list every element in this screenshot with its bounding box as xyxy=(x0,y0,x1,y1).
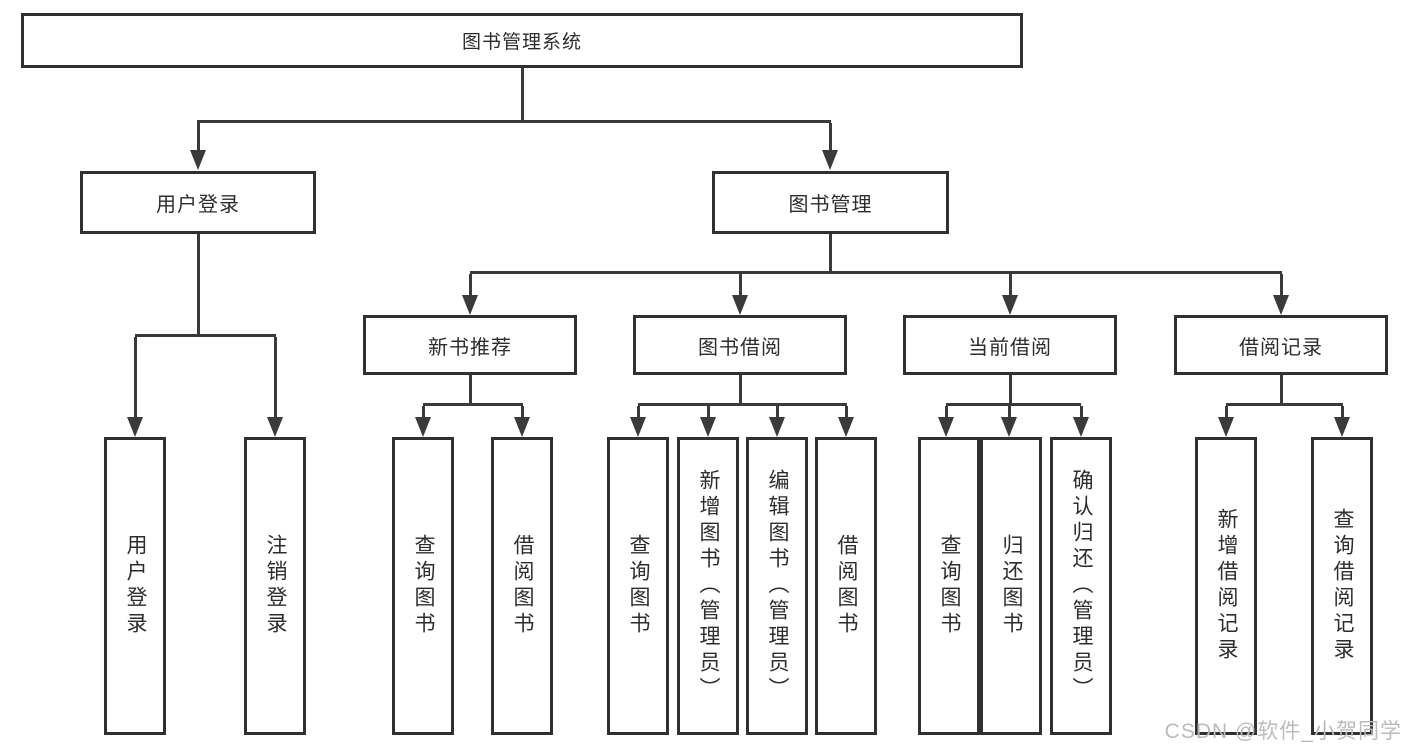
node-user-login: 用户登录 xyxy=(104,437,166,735)
node-new-book-recommend-label: 新书推荐 xyxy=(428,336,512,359)
node-root-label: 图书管理系统 xyxy=(461,32,582,53)
arrowhead-icon xyxy=(838,417,854,437)
arrowhead-icon xyxy=(732,295,748,315)
node-borrow-query-books: 查询图书 xyxy=(607,437,669,735)
arrowhead-icon xyxy=(769,417,785,437)
connector-stem xyxy=(469,274,472,295)
node-confirm-return-admin-label: 确认归还（管理员） xyxy=(1070,469,1093,703)
connector-stem xyxy=(1280,375,1283,405)
node-recommend-borrow-book: 借阅图书 xyxy=(491,437,553,735)
arrowhead-icon xyxy=(938,417,954,437)
node-return-book: 归还图书 xyxy=(980,437,1042,735)
connector-stem xyxy=(829,123,832,150)
node-book-management: 图书管理 xyxy=(712,171,949,234)
arrowhead-icon xyxy=(462,295,478,315)
connector-stem xyxy=(521,406,524,417)
node-book-borrow-label: 图书借阅 xyxy=(698,336,782,359)
connector-stem xyxy=(1080,406,1083,417)
connector-stem xyxy=(845,406,848,417)
arrowhead-icon xyxy=(700,417,716,437)
connector-bar xyxy=(197,120,831,123)
node-book-borrow: 图书借阅 xyxy=(633,315,847,375)
connector-bar xyxy=(1226,403,1343,406)
arrowhead-icon xyxy=(1073,417,1089,437)
node-book-management-label: 图书管理 xyxy=(788,194,873,216)
connector-stem xyxy=(1341,406,1344,417)
connector-stem xyxy=(707,406,710,417)
connector-stem xyxy=(134,337,137,417)
connector-stem xyxy=(739,375,742,405)
arrowhead-icon xyxy=(1001,417,1017,437)
node-recommend-query-books: 查询图书 xyxy=(392,437,454,735)
node-borrow-book: 借阅图书 xyxy=(815,437,877,735)
arrowhead-icon xyxy=(1334,417,1350,437)
node-add-borrow-record: 新增借阅记录 xyxy=(1195,437,1257,735)
node-current-borrow-label: 当前借阅 xyxy=(968,336,1052,359)
connector-stem xyxy=(1009,375,1012,405)
node-add-book-admin-label: 新增图书（管理员） xyxy=(697,469,720,703)
node-current-query-books-label: 查询图书 xyxy=(938,534,961,638)
arrowhead-icon xyxy=(1273,295,1289,315)
arrowhead-icon xyxy=(190,150,206,170)
node-borrow-records-label: 借阅记录 xyxy=(1239,336,1323,359)
arrowhead-icon xyxy=(630,417,646,437)
node-borrow-query-books-label: 查询图书 xyxy=(627,534,650,638)
node-new-book-recommend: 新书推荐 xyxy=(363,315,577,375)
arrowhead-icon xyxy=(1002,295,1018,315)
connector-stem xyxy=(521,68,524,122)
node-query-borrow-record: 查询借阅记录 xyxy=(1311,437,1373,735)
connector-stem xyxy=(469,375,472,405)
connector-stem xyxy=(1009,274,1012,295)
node-borrow-records: 借阅记录 xyxy=(1174,315,1388,375)
node-add-book-admin: 新增图书（管理员） xyxy=(677,437,739,735)
node-logout: 注销登录 xyxy=(244,437,306,735)
connector-bar xyxy=(470,271,1282,274)
connector-stem xyxy=(1225,406,1228,417)
connector-bar xyxy=(638,403,847,406)
arrowhead-icon xyxy=(822,150,838,170)
node-add-borrow-record-label: 新增借阅记录 xyxy=(1215,508,1238,664)
node-confirm-return-admin: 确认归还（管理员） xyxy=(1050,437,1112,735)
node-current-query-books: 查询图书 xyxy=(918,437,980,735)
node-edit-book-admin: 编辑图书（管理员） xyxy=(746,437,808,735)
watermark: CSDN @软件_小贺同学 xyxy=(1164,720,1402,743)
node-user-login-branch-label: 用户登录 xyxy=(156,194,240,216)
node-edit-book-admin-label: 编辑图书（管理员） xyxy=(766,469,789,703)
node-user-login-branch: 用户登录 xyxy=(80,171,316,234)
arrowhead-icon xyxy=(1218,417,1234,437)
connector-stem xyxy=(274,337,277,417)
node-logout-label: 注销登录 xyxy=(264,534,287,638)
connector-stem xyxy=(197,123,200,150)
connector-stem xyxy=(637,406,640,417)
node-return-book-label: 归还图书 xyxy=(1000,534,1023,638)
connector-stem xyxy=(739,274,742,295)
node-root: 图书管理系统 xyxy=(21,13,1023,68)
node-recommend-borrow-book-label: 借阅图书 xyxy=(511,534,534,638)
arrowhead-icon xyxy=(514,417,530,437)
node-recommend-query-books-label: 查询图书 xyxy=(412,534,435,638)
connector-bar xyxy=(946,403,1081,406)
node-query-borrow-record-label: 查询借阅记录 xyxy=(1331,508,1354,664)
connector-stem xyxy=(1008,406,1011,417)
arrowhead-icon xyxy=(415,417,431,437)
connector-stem xyxy=(776,406,779,417)
connector-stem xyxy=(945,406,948,417)
connector-bar xyxy=(135,334,276,337)
connector-bar xyxy=(423,403,523,406)
node-user-login-label: 用户登录 xyxy=(124,534,147,638)
connector-stem xyxy=(422,406,425,417)
node-borrow-book-label: 借阅图书 xyxy=(835,534,858,638)
connector-stem xyxy=(829,234,832,273)
connector-stem xyxy=(197,234,200,336)
connector-stem xyxy=(1280,274,1283,295)
arrowhead-icon xyxy=(267,417,283,437)
arrowhead-icon xyxy=(127,417,143,437)
node-current-borrow: 当前借阅 xyxy=(903,315,1117,375)
